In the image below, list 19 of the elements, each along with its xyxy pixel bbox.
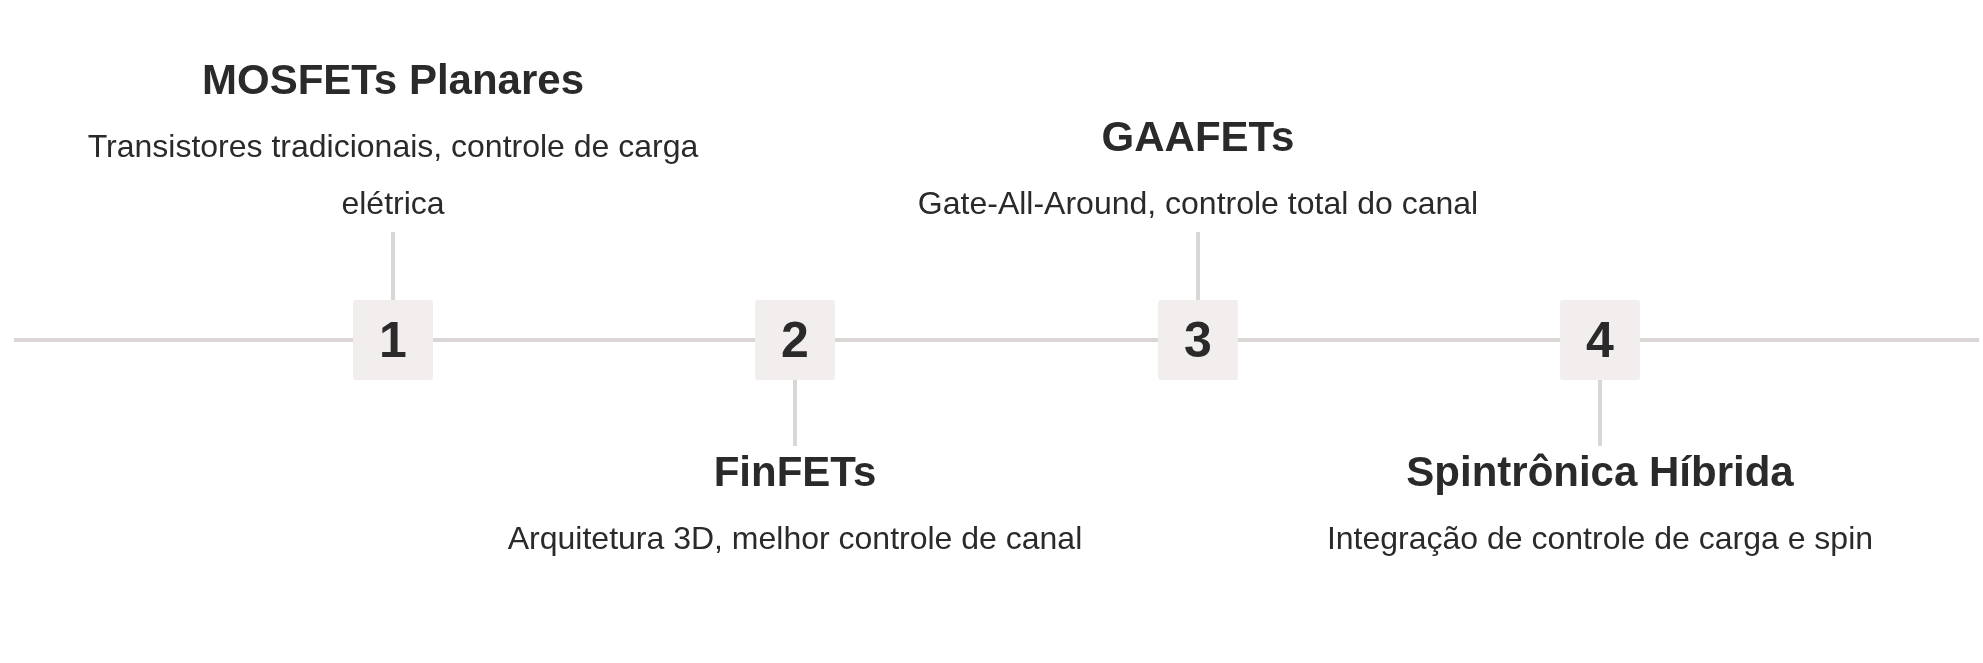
timeline-line [1238,338,1560,342]
step-title: GAAFETs [1101,112,1295,162]
timeline-line [433,338,755,342]
step-marker: 4 [1560,300,1640,380]
step-title: Spintrônica Híbrida [1406,447,1794,497]
connector-line [391,232,395,300]
connector-line [1598,380,1602,446]
timeline-line [835,338,1158,342]
connector-line [793,380,797,446]
step-marker: 2 [755,300,835,380]
step-title: MOSFETs Planares [202,55,584,105]
step-marker: 1 [353,300,433,380]
step-title: FinFETs [713,447,877,497]
step-description: Integração de controle de carga e spin [1325,519,1875,558]
connector-line [1196,232,1200,300]
step-description: Gate-All-Around, controle total do canal [916,184,1480,223]
step-description: Transistores tradicionais, controle de carga elétrica [86,127,700,223]
step-description: Arquitetura 3D, melhor controle de canal [506,519,1084,558]
step-marker: 3 [1158,300,1238,380]
